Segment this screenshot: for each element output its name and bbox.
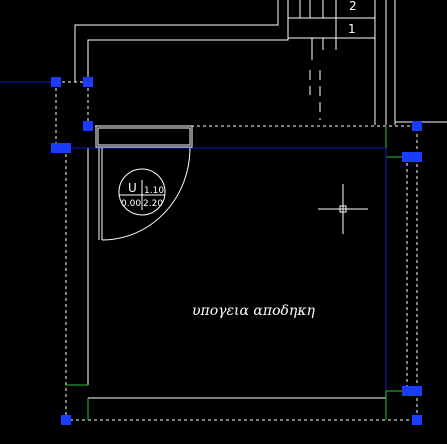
grip-handle[interactable] <box>412 121 422 131</box>
stair-step-number: 2 <box>349 0 357 13</box>
crosshair-icon <box>318 184 368 234</box>
tag-bottom-left-value: 0.00 <box>121 199 141 209</box>
stair-step-number: 1 <box>348 22 356 36</box>
grip-handle[interactable] <box>83 121 93 131</box>
grip-handle[interactable] <box>402 152 412 162</box>
grip-handle[interactable] <box>51 77 61 87</box>
room-walls <box>66 148 387 399</box>
grip-handle[interactable] <box>412 152 422 162</box>
selected-wall[interactable] <box>66 147 387 391</box>
height-tag[interactable]: U 1.10 0.00 2.20 <box>118 168 166 216</box>
tag-letter: U <box>128 181 137 195</box>
selection-outline[interactable] <box>55 81 418 421</box>
grip-handle[interactable] <box>402 386 412 396</box>
green-wall-segments <box>66 126 407 420</box>
tag-top-value: 1.10 <box>144 186 164 196</box>
room-label: υπογεια αποδηκη <box>192 303 315 319</box>
grip-handle[interactable] <box>61 143 71 153</box>
tag-bottom-right-value: 2.20 <box>143 199 163 209</box>
grip-handle[interactable] <box>412 386 422 396</box>
grip-handle[interactable] <box>412 415 422 425</box>
grip-handles <box>51 77 422 425</box>
upper-walls <box>74 0 447 125</box>
grip-handle[interactable] <box>83 77 93 87</box>
grip-handle[interactable] <box>51 143 61 153</box>
stair <box>288 0 375 120</box>
door[interactable] <box>95 125 193 241</box>
grip-handle[interactable] <box>61 415 71 425</box>
